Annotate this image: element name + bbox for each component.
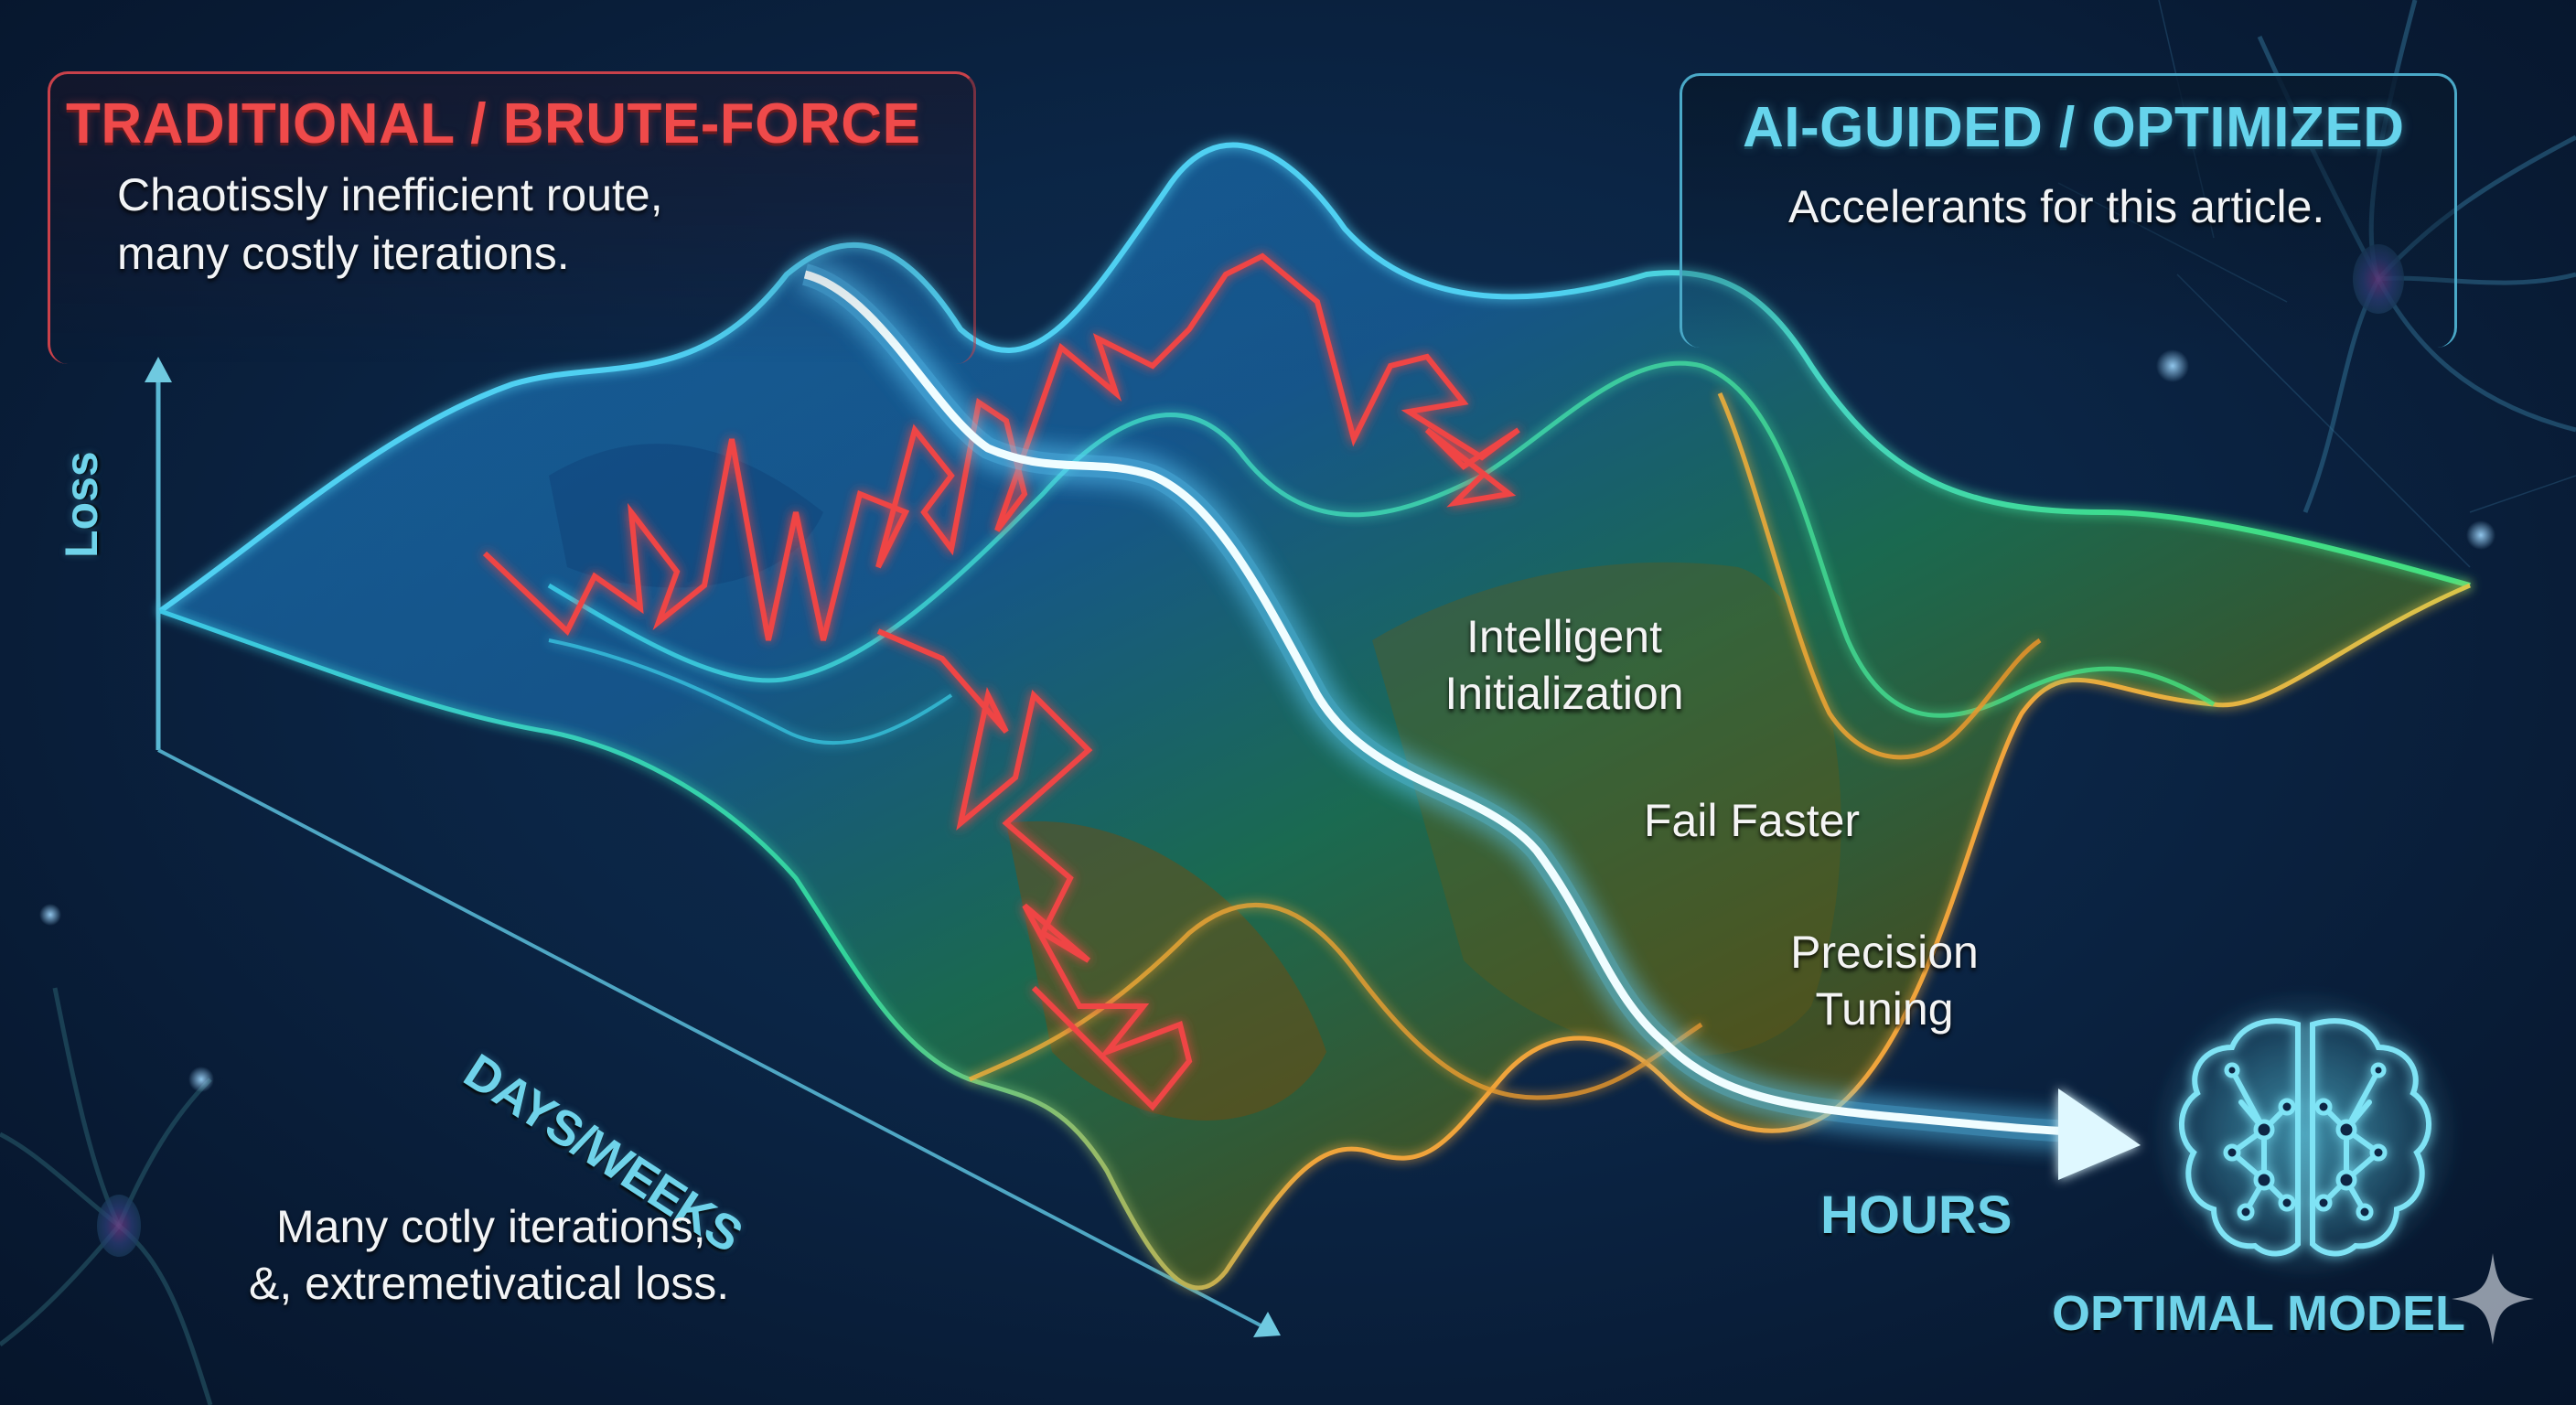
optimized-path-arrowhead <box>2058 1089 2141 1180</box>
y-axis-label: Loss <box>56 451 107 558</box>
ai-guided-panel <box>1680 73 2457 348</box>
bottom-note-line2: &, extremetivatical loss. <box>249 1258 730 1309</box>
traditional-description-line2: many costly iterations. <box>117 228 570 279</box>
brute-force-path <box>482 252 1520 641</box>
surface-bottom-edge <box>159 583 2471 1291</box>
surface-ridge-mid <box>547 360 2216 718</box>
surface-ridge-lower <box>969 903 1703 1100</box>
step-intelligent-initialization: Intelligent Initialization <box>1444 611 1684 719</box>
step-fail-faster: Fail Faster <box>1643 795 1861 846</box>
y-axis <box>145 357 172 750</box>
x-axis-label-hours: HOURS <box>1820 1185 2012 1245</box>
traditional-panel <box>48 71 976 364</box>
x-axis <box>157 748 1281 1337</box>
sparkle-icon <box>2452 1253 2534 1345</box>
traditional-title: TRADITIONAL / BRUTE-FORCE <box>66 92 921 156</box>
bottom-note-line1: Many cotly iterations, <box>276 1201 706 1252</box>
surface-top-edge <box>158 142 2471 614</box>
ai-guided-title: AI-GUIDED / OPTIMIZED <box>1743 96 2405 159</box>
ai-guided-description: Accelerants for this article. <box>1788 181 2325 232</box>
traditional-description-line1: Chaotissly inefficient route, <box>117 169 663 220</box>
surface-ridge-valley <box>1717 391 2042 760</box>
optimal-model-label: OPTIMAL MODEL <box>2052 1286 2465 1341</box>
step-precision-tuning: Precision Tuning <box>1790 927 1979 1035</box>
brain-network-icon <box>2150 988 2461 1281</box>
loss-surface <box>160 145 2470 1288</box>
brute-force-path-descent <box>876 628 1193 1111</box>
